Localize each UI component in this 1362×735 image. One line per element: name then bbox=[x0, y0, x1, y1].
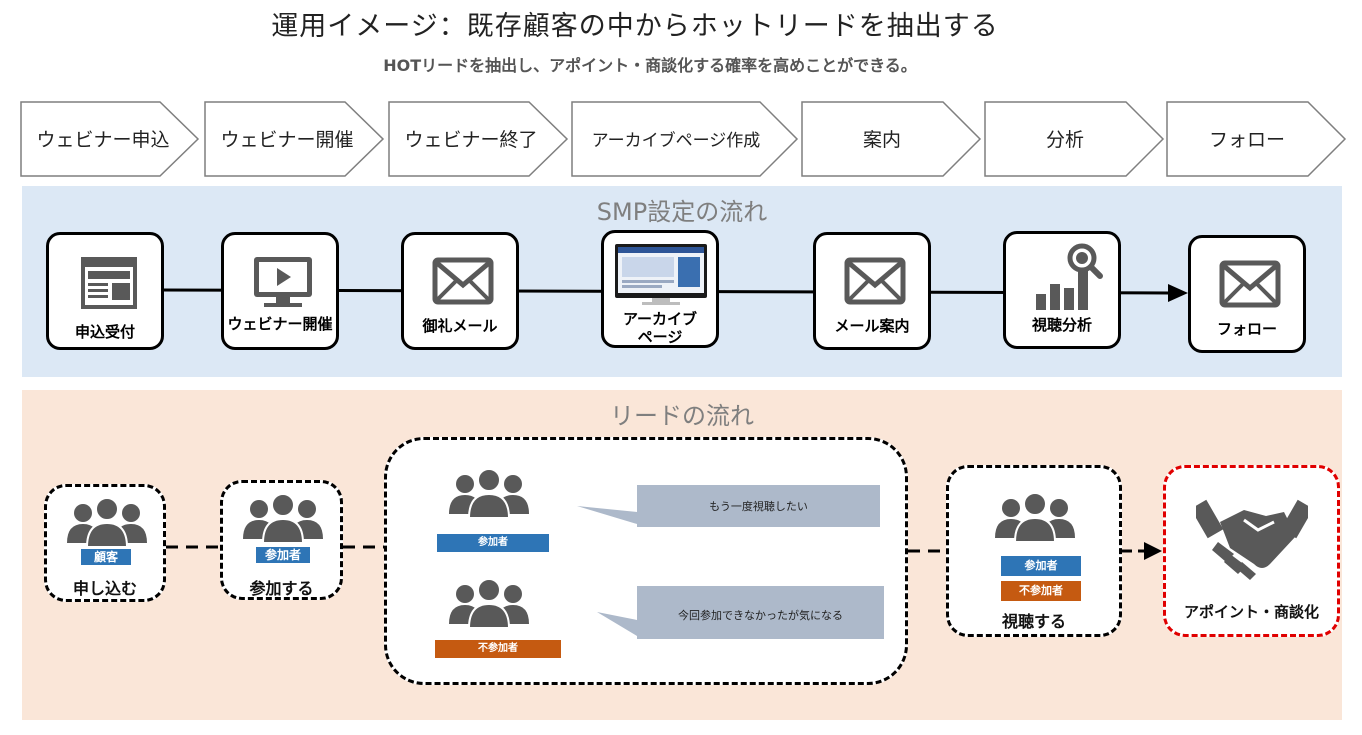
smp-node-guide-mail: メール案内 bbox=[813, 232, 931, 350]
step-archive: アーカイブページ作成 bbox=[591, 130, 761, 151]
callout-rewatch: もう一度視聴したい bbox=[709, 500, 808, 513]
smp-node-follow-mail-label: フォロー bbox=[1216, 320, 1277, 338]
lead-watch-label: 視聴する bbox=[1001, 612, 1066, 631]
handshake-icon bbox=[1196, 499, 1308, 580]
smp-node-thanks-mail: 御礼メール bbox=[401, 232, 519, 350]
smp-node-analysis-label: 視聴分析 bbox=[1031, 316, 1092, 334]
chevron-shape-1 bbox=[20, 101, 200, 177]
form-icon bbox=[81, 257, 137, 309]
smp-node-apply-label: 申込受付 bbox=[74, 323, 135, 341]
smp-node-archive-label-2: ページ bbox=[637, 328, 683, 346]
group-badge-participant: 参加者 bbox=[437, 534, 549, 552]
lead-apply-label: 申し込む bbox=[72, 579, 137, 598]
chevron-shape-7 bbox=[1166, 101, 1347, 177]
page-title: 運用イメージ：既存顧客の中からホットリードを抽出する bbox=[271, 11, 999, 42]
badge-participant: 参加者 bbox=[256, 547, 310, 563]
watch-badge-absent: 不参加者 bbox=[1001, 581, 1081, 601]
callout-interested: 今回参加できなかったが気になる bbox=[678, 609, 843, 622]
people-group-icon bbox=[449, 578, 529, 629]
lead-apply-box: 顧客 申し込む bbox=[44, 484, 166, 602]
smp-node-archive-label-1: アーカイブ bbox=[622, 310, 698, 328]
smp-node-archive: アーカイブ ページ bbox=[601, 230, 719, 348]
lead-result-label: アポイント・商談化 bbox=[1183, 603, 1319, 621]
smp-title: SMP設定の流れ bbox=[596, 198, 768, 226]
lead-watch-box: 参加者 不参加者 視聴する bbox=[946, 465, 1122, 637]
badge-customer: 顧客 bbox=[81, 549, 131, 565]
mail-icon bbox=[432, 257, 494, 305]
smp-node-apply: 申込受付 bbox=[46, 232, 164, 350]
smp-node-follow-mail: フォロー bbox=[1188, 235, 1306, 353]
smp-node-analysis: 視聴分析 bbox=[1003, 231, 1121, 349]
mail-icon bbox=[844, 257, 906, 305]
mail-icon bbox=[1219, 260, 1281, 308]
monitor-icon bbox=[615, 244, 707, 305]
smp-node-guide-mail-label: メール案内 bbox=[834, 317, 910, 335]
lead-attend-label: 参加する bbox=[249, 579, 314, 598]
chevron-shape-4 bbox=[571, 101, 799, 177]
smp-node-webinar: ウェビナー開催 bbox=[221, 232, 339, 350]
group-badge-absent: 不参加者 bbox=[435, 640, 561, 658]
chevron-shape-5 bbox=[801, 101, 982, 177]
process-chevrons bbox=[20, 101, 1347, 177]
smp-node-thanks-mail-label: 御礼メール bbox=[422, 317, 498, 335]
watch-badge-participant: 参加者 bbox=[1001, 556, 1081, 576]
lead-group-box: 参加者 不参加者 もう一度視聴したい 今回参加できなかったが気になる bbox=[384, 437, 908, 685]
smp-node-webinar-label: ウェビナー開催 bbox=[227, 315, 333, 333]
step-apply: ウェビナー申込 bbox=[36, 128, 170, 151]
step-end: ウェビナー終了 bbox=[404, 128, 538, 151]
step-guide: 案内 bbox=[862, 128, 901, 151]
lead-attend-box: 参加者 参加する bbox=[220, 480, 343, 600]
step-analysis: 分析 bbox=[1045, 128, 1084, 151]
analytics-icon bbox=[1036, 243, 1103, 310]
lead-result-box: アポイント・商談化 bbox=[1163, 465, 1340, 637]
chevron-shape-3 bbox=[388, 101, 569, 177]
chevron-shape-2 bbox=[204, 101, 385, 177]
page-subtitle: HOTリードを抽出し、アポイント・商談化する確率を高めことができる。 bbox=[383, 56, 917, 75]
step-follow: フォロー bbox=[1208, 128, 1285, 151]
chevron-shape-6 bbox=[984, 101, 1165, 177]
people-group-icon bbox=[995, 492, 1075, 543]
lead-title: リードの流れ bbox=[610, 402, 754, 430]
video-screen-icon bbox=[254, 257, 312, 307]
speech-callouts bbox=[577, 485, 884, 639]
people-group-icon bbox=[243, 493, 323, 544]
people-group-icon bbox=[67, 497, 147, 548]
step-hold: ウェビナー開催 bbox=[220, 128, 354, 151]
people-group-icon bbox=[449, 468, 529, 519]
